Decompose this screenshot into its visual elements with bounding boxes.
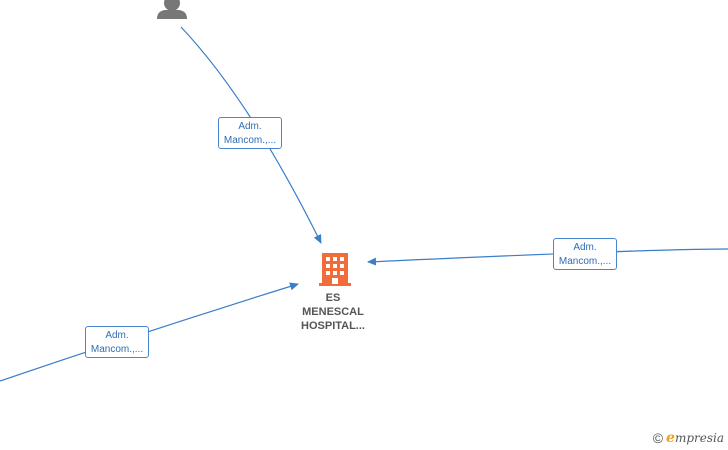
relation-label-left[interactable]: Adm. Mancom.,... <box>85 326 149 358</box>
edge-left-to-company <box>0 282 299 382</box>
person-icon[interactable] <box>157 0 187 19</box>
company-name[interactable]: ES MENESCAL HOSPITAL... <box>286 291 380 333</box>
relation-detail: Mancom.,... <box>223 135 277 146</box>
relation-label-top[interactable]: Adm. Mancom.,... <box>218 117 282 149</box>
brand-logo: © empresia <box>653 430 724 446</box>
building-icon[interactable] <box>319 253 351 286</box>
relation-role: Adm. <box>105 330 129 341</box>
copyright-symbol: © <box>652 430 664 446</box>
relation-detail: Mancom.,... <box>558 256 612 267</box>
relation-role: Adm. <box>573 242 597 253</box>
brand-wordmark: empresia <box>666 430 724 446</box>
company-name-line: MENESCAL <box>302 306 364 318</box>
company-name-line: ES <box>325 292 341 304</box>
relation-label-right[interactable]: Adm. Mancom.,... <box>553 238 617 270</box>
edge-right-to-company <box>367 248 728 266</box>
relation-role: Adm. <box>238 121 262 132</box>
company-name-line: HOSPITAL... <box>301 320 365 332</box>
relation-detail: Mancom.,... <box>90 344 144 355</box>
